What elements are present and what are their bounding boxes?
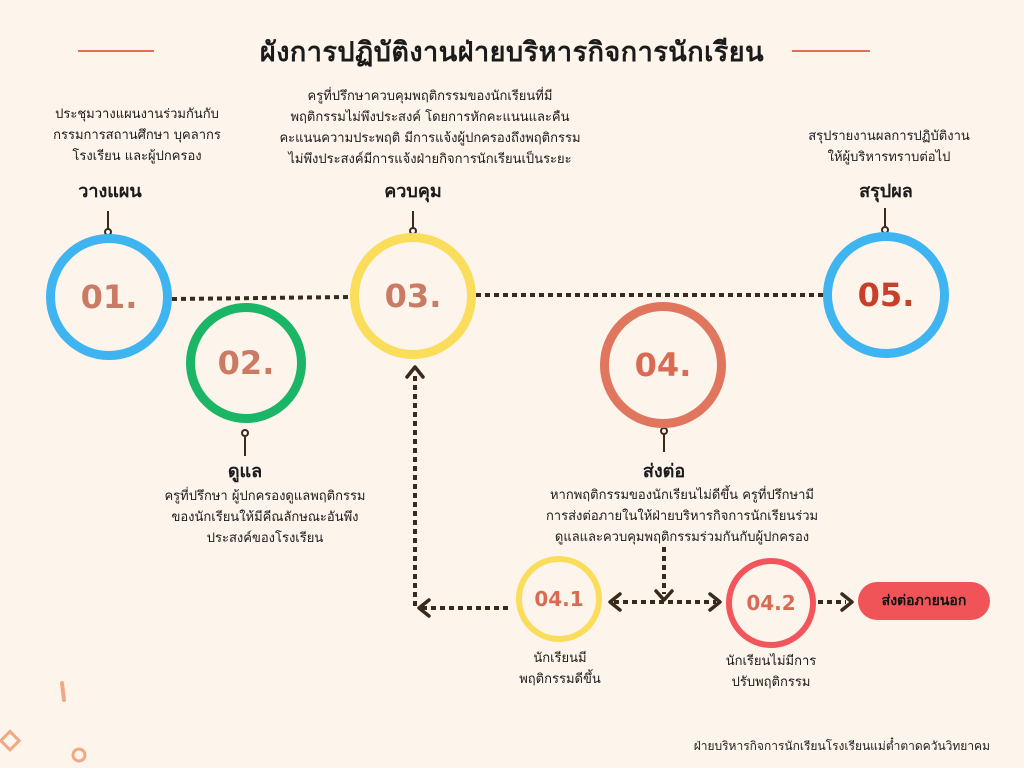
- arrow-up-to-03: [405, 365, 425, 379]
- step-04-description: หากพฤติกรรมของนักเรียนไม่ดีขึ้น ครูที่ปร…: [545, 488, 819, 545]
- page-title: ผังการปฏิบัติงานฝ่ายบริหารกิจการนักเรียน: [259, 37, 765, 68]
- step-01-label: วางแผน: [78, 181, 142, 202]
- external-referral-badge: ส่งต่อภายนอก: [858, 582, 990, 620]
- footer-organization: ฝ่ายบริหารกิจการนักเรียนโรงเรียนแม่ต๋ำตา…: [693, 739, 990, 753]
- step-02-description: ครูที่ปรึกษา ผู้ปกครองดูแลพฤติกรรม ของนั…: [164, 489, 366, 546]
- decor-shapes: [0, 681, 87, 763]
- step-04-number: 04.: [634, 346, 692, 384]
- step-01-number: 01.: [80, 278, 138, 316]
- step-05-label: สรุปผล: [859, 181, 913, 202]
- step-03-number: 03.: [384, 277, 442, 315]
- substep-042-description: นักเรียนไม่มีการ ปรับพฤติกรรม: [725, 654, 817, 690]
- arrow-left-to-041: [608, 592, 622, 612]
- step-01-description: ประชุมวางแผนงานร่วมกันกับ กรรมการสถานศึก…: [53, 107, 221, 164]
- arrow-right-to-042: [708, 592, 722, 612]
- step-02-label: ดูแล: [227, 461, 263, 482]
- step-05-description: สรุปรายงานผลการปฏิบัติงาน ให้ผู้บริหารทร…: [808, 129, 970, 165]
- decor-diamond: [0, 729, 22, 753]
- step-04-circle: 04.: [600, 302, 726, 428]
- pin-dot-02: [241, 429, 249, 437]
- step-03-circle: 03.: [350, 233, 476, 359]
- arrow-left-to-041-path: [417, 598, 431, 618]
- arrow-down-from-04: [654, 589, 674, 602]
- step-02-circle: 02.: [186, 303, 306, 423]
- title-bar: ผังการปฏิบัติงานฝ่ายบริหารกิจการนักเรียน: [0, 30, 1024, 74]
- substep-042-circle: 04.2: [726, 558, 816, 648]
- substep-042-number: 04.2: [746, 591, 796, 615]
- step-03-description: ครูที่ปรึกษาควบคุมพฤติกรรมของนักเรียนที่…: [279, 89, 581, 167]
- arrow-right-to-external: [840, 592, 854, 612]
- title-decor-line-right: [792, 50, 870, 52]
- step-05-number: 05.: [857, 276, 915, 314]
- step-02-number: 02.: [217, 344, 275, 382]
- decor-dash: [60, 681, 66, 702]
- decor-ring: [71, 747, 87, 763]
- step-01-circle: 01.: [46, 234, 172, 360]
- substep-041-number: 04.1: [534, 587, 584, 611]
- step-03-label: ควบคุม: [384, 181, 442, 202]
- connector-01-03: [171, 295, 351, 301]
- title-decor-line-left: [78, 50, 154, 52]
- substep-041-description: นักเรียนมี พฤติกรรมดีขึ้น: [519, 651, 601, 687]
- pin-dot-04: [660, 427, 668, 435]
- step-05-circle: 05.: [823, 232, 949, 358]
- substep-041-circle: 04.1: [516, 556, 602, 642]
- step-04-label: ส่งต่อ: [642, 461, 686, 482]
